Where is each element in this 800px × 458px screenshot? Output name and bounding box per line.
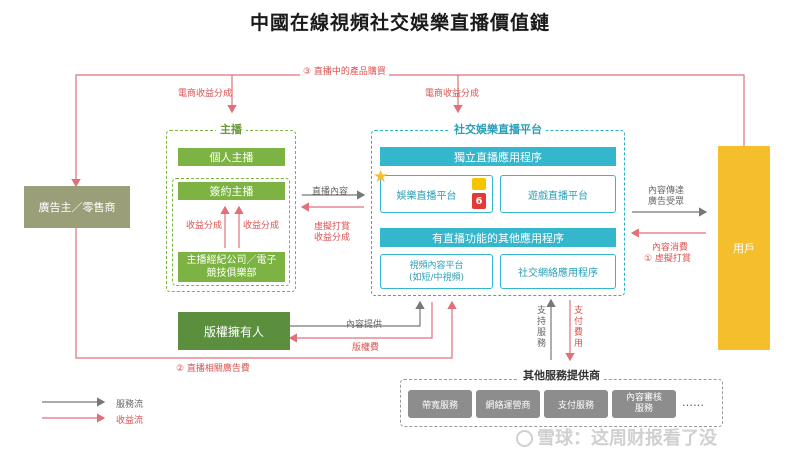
label-content-delivery: 內容傳達 廣告受眾 — [648, 186, 685, 207]
individual-host-box: 個人主播 — [178, 148, 285, 166]
legend-revenue-flow: 收益流 — [116, 416, 144, 426]
six-logo-icon: 6 — [472, 193, 486, 209]
platform-section-title: 社交娛樂直播平台 — [371, 121, 625, 137]
label-live-content: 直播內容 — [312, 187, 349, 197]
app-logo-icon — [472, 178, 486, 190]
provider-network-operator: 網絡運營商 — [476, 390, 540, 418]
game-platform-box: 遊戲直播平台 — [500, 175, 616, 213]
video-content-box: 視頻內容平台 (如短/中視頻) — [380, 254, 493, 289]
host-section-title: 主播 — [166, 121, 296, 137]
label-content-provided: 內容提供 — [346, 320, 383, 330]
label-ecommerce-share-left: 電商收益分成 — [178, 89, 233, 99]
other-apps-box: 有直播功能的其他應用程序 — [380, 228, 616, 247]
label-consumption: 內容消費 — [652, 243, 689, 253]
arrow-content-provided — [290, 300, 425, 327]
copyright-owner-box: 版權擁有人 — [178, 312, 290, 350]
independent-apps-box: 獨立直播應用程序 — [380, 147, 616, 166]
loop-product-purchase — [71, 74, 745, 188]
loop-live-ad-fee — [75, 228, 457, 359]
other-providers-title: 其他服務提供商 — [400, 367, 723, 383]
arrow-copyright-fee — [288, 302, 433, 343]
watermark: 雪球：这周财报看了没 — [516, 424, 717, 450]
label-copyright-fee: 版權費 — [352, 343, 380, 353]
providers-more: …… — [682, 396, 704, 409]
agency-box: 主播經紀公司／電子競技俱樂部 — [178, 252, 285, 282]
label-virtual-gift-user: ① 虛擬打賞 — [644, 254, 691, 264]
label-live-ad-fee: ② 直播相關廣告費 — [176, 364, 250, 374]
snowball-logo-icon — [516, 430, 533, 447]
provider-payment: 支付服務 — [544, 390, 608, 418]
diagram-title: 中國在線視頻社交娛樂直播價值鏈 — [249, 12, 550, 34]
contracted-host-group — [172, 178, 290, 286]
contracted-host-box: 簽約主播 — [178, 182, 285, 200]
advertiser-box: 廣告主／零售商 — [24, 186, 130, 228]
label-pay-fee: 支 付 費 用 — [574, 306, 584, 349]
social-network-box: 社交網絡應用程序 — [500, 254, 616, 289]
label-ecommerce-share-center: 電商收益分成 — [425, 89, 480, 99]
legend-service-flow: 服務流 — [116, 400, 144, 410]
provider-bandwidth: 帶寬服務 — [408, 390, 472, 418]
provider-content-review: 內容審核 服務 — [612, 390, 676, 418]
label-support-services: 支 持 服 務 — [537, 306, 547, 349]
label-revenue-share-2: 收益分成 — [243, 221, 280, 231]
star-icon: ★ — [373, 167, 389, 187]
label-virtual-gift-share: 虛擬打賞 收益分成 — [314, 222, 351, 243]
label-product-purchase: ③ 直播中的產品購買 — [300, 64, 389, 77]
label-revenue-share-1: 收益分成 — [186, 221, 223, 231]
user-box: 用戶 — [718, 146, 770, 350]
